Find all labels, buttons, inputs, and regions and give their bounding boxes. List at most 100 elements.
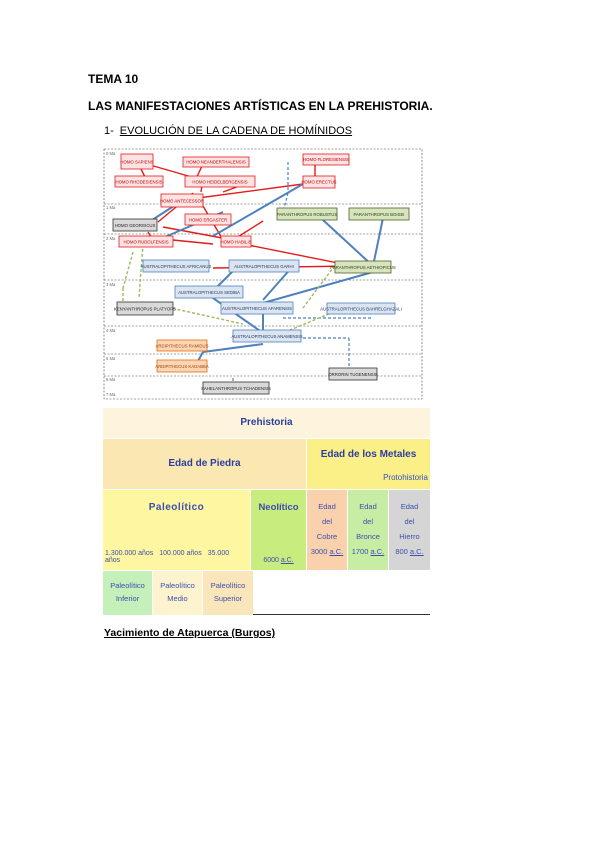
edad-del-bronce-cell: Edad del Bronce 1700 a.C.	[348, 490, 388, 570]
p-superior-line: Superior	[213, 594, 243, 603]
paleolitico-label: Paleolítico	[148, 502, 205, 513]
svg-text:HOMO RHODESIENSIS: HOMO RHODESIENSIS	[115, 180, 162, 185]
neolitico-label: Neolítico	[258, 502, 299, 513]
edad-del-cobre-cell: Edad del Cobre 3000 a.C.	[307, 490, 347, 570]
svg-text:HOMO HABILIS: HOMO HABILIS	[220, 240, 251, 245]
svg-text:HOMO ANTECESSOR: HOMO ANTECESSOR	[160, 199, 204, 204]
hominid-node: ARDIPITHECUS RAMIDUS	[156, 339, 209, 352]
svg-text:ARDIPITHECUS KADABBA: ARDIPITHECUS KADABBA	[155, 364, 209, 369]
hominid-node: PARANTHROPUS ROBUSTUS	[276, 207, 337, 221]
edad-de-los-metales-label: Edad de los Metales	[320, 449, 417, 460]
edad-del-hierro-cell: Edad del Hierro 800 a.C.	[389, 490, 430, 570]
hominid-node: AUSTRALOPITHECUS BAHRELGHAZALI	[320, 302, 402, 315]
p-superior-line: Paleolítico	[210, 581, 246, 590]
svg-text:AUSTRALOPITHECUS AFRICANUS: AUSTRALOPITHECUS AFRICANUS	[141, 264, 212, 269]
edad-de-piedra-cell: Edad de Piedra	[103, 439, 306, 489]
svg-text:SAHELANTHROPUS TCHADENSIS: SAHELANTHROPUS TCHADENSIS	[201, 386, 271, 391]
cobre-line: Cobre	[316, 532, 338, 541]
hominid-node: HOMO RUDOLFENSIS	[118, 235, 174, 248]
hominid-node: AUSTRALOPITHECUS AFRICANUS	[141, 259, 212, 273]
era-label: 3 Ma	[106, 282, 116, 287]
cobre-line: Edad	[318, 502, 336, 511]
paleo-date: 1.300.000 años	[105, 550, 154, 557]
p-medio-line: Medio	[167, 594, 188, 603]
bronce-line: del	[362, 517, 373, 526]
era-labels: 0 Ma 1 Ma 2 Ma 3 Ma 4 Ma 5 Ma 6 Ma 7 Ma	[106, 151, 116, 397]
svg-text:HOMO ERGASTER: HOMO ERGASTER	[189, 218, 227, 223]
svg-text:HOMO SAPIENS: HOMO SAPIENS	[120, 160, 153, 165]
paleolitico-medio-cell: Paleolítico Medio	[153, 571, 202, 615]
svg-text:HOMO FLORESIENSIS: HOMO FLORESIENSIS	[303, 157, 349, 162]
svg-text:ARDIPITHECUS RAMIDUS: ARDIPITHECUS RAMIDUS	[156, 344, 209, 349]
paleo-date: 35.000 años	[105, 550, 230, 564]
hierro-line: Edad	[400, 502, 419, 511]
cobre-line: del	[321, 517, 332, 526]
era-label: 4 Ma	[106, 328, 116, 333]
hominid-node: PARANTHROPUS AETHIOPICUS	[330, 260, 396, 274]
hominid-node: HOMO HABILIS	[220, 235, 252, 248]
hominid-node: PARANTHROPUS BOISEI	[348, 207, 410, 221]
hominid-node: AUSTRALOPITHECUS GARHI	[228, 259, 300, 273]
hominid-node: HOMO HEIDELBERGENSIS	[184, 175, 256, 188]
hominid-evolution-diagram: 0 Ma 1 Ma 2 Ma 3 Ma 4 Ma 5 Ma 6 Ma 7 Ma	[103, 148, 423, 400]
svg-text:AUSTRALOPITHECUS AFARENSIS: AUSTRALOPITHECUS AFARENSIS	[222, 306, 292, 311]
hominid-node: HOMO SAPIENS	[120, 153, 154, 170]
hominid-node: HOMO GEORGICUS	[112, 218, 158, 232]
neolitico-date: 6000 a.C.	[263, 557, 294, 564]
hominid-node: HOMO RHODESIENSIS	[114, 175, 164, 188]
hominid-node: HOMO ANTECESSOR	[160, 193, 204, 208]
hominid-node: AUSTRALOPITHECUS ANAMENSIS	[231, 329, 303, 343]
hominid-node: AUSTRALOPITHECUS AFARENSIS	[220, 301, 294, 315]
hominid-node: HOMO ERGASTER	[184, 213, 232, 226]
hominid-node: HOMO NEANDERTHALENSIS	[182, 156, 250, 168]
svg-text:HOMO HEIDELBERGENSIS: HOMO HEIDELBERGENSIS	[192, 180, 247, 185]
era-label: 0 Ma	[106, 151, 116, 156]
section-heading: 1- EVOLUCIÓN DE LA CADENA DE HOMÍNIDOS	[104, 125, 352, 137]
svg-text:PARANTHROPUS AETHIOPICUS: PARANTHROPUS AETHIOPICUS	[330, 265, 396, 270]
paleolitico-superior-cell: Paleolítico Superior	[203, 571, 253, 615]
hominid-node: HOMO FLORESIENSIS	[302, 153, 350, 166]
bronce-date: 1700 a.C.	[351, 547, 385, 556]
prehistory-timeline-table: Prehistoria Edad de Piedra Edad de los M…	[103, 408, 430, 615]
p-medio-line: Paleolítico	[160, 581, 195, 590]
p-inferior-line: Paleolítico	[110, 581, 145, 590]
table-bottom-rule	[253, 614, 430, 615]
bronce-line: Edad	[359, 502, 377, 511]
hierro-line: del	[404, 517, 415, 526]
hominid-node: AUSTRALOPITHECUS SEDIBA	[174, 285, 244, 299]
hominid-nodes: HOMO SAPIENS HOMO NEANDERTHALENSIS HOMO …	[112, 153, 410, 395]
era-label: 1 Ma	[106, 205, 116, 210]
hominid-node: ARDIPITHECUS KADABBA	[155, 359, 209, 373]
timeline-title: Prehistoria	[103, 408, 430, 438]
svg-text:HOMO NEANDERTHALENSIS: HOMO NEANDERTHALENSIS	[186, 160, 246, 165]
svg-text:AUSTRALOPITHECUS ANAMENSIS: AUSTRALOPITHECUS ANAMENSIS	[231, 334, 302, 339]
hominid-node: ORRORIN TUGENENSIS	[328, 367, 378, 381]
section-title: EVOLUCIÓN DE LA CADENA DE HOMÍNIDOS	[119, 125, 353, 137]
svg-text:HOMO ERECTUS: HOMO ERECTUS	[301, 180, 336, 185]
footer-title: Yacimiento de Atapuerca (Burgos)	[104, 627, 276, 639]
neolitico-cell: Neolítico 6000 a.C.	[251, 490, 306, 570]
p-inferior-line: Inferior	[115, 594, 140, 603]
section-number: 1-	[104, 125, 114, 137]
hominid-node: HOMO ERECTUS	[301, 175, 337, 189]
svg-text:HOMO GEORGICUS: HOMO GEORGICUS	[115, 223, 156, 228]
svg-text:AUSTRALOPITHECUS BAHRELGHAZALI: AUSTRALOPITHECUS BAHRELGHAZALI	[320, 307, 402, 312]
cobre-date: 3000 a.C.	[310, 547, 344, 556]
hierro-line: Hierro	[399, 532, 420, 541]
svg-text:AUSTRALOPITHECUS GARHI: AUSTRALOPITHECUS GARHI	[234, 264, 294, 269]
svg-text:PARANTHROPUS BOISEI: PARANTHROPUS BOISEI	[353, 212, 404, 217]
protohistoria-label: Protohistoria	[383, 473, 428, 482]
doc-label-tema: TEMA 10	[88, 72, 139, 86]
era-label: 6 Ma	[106, 377, 116, 382]
hominid-node: SAHELANTHROPUS TCHADENSIS	[201, 381, 271, 395]
paleolitico-inferior-cell: Paleolítico Inferior	[103, 571, 152, 615]
hierro-date: 800 a.C.	[395, 547, 424, 556]
bronce-line: Bronce	[356, 532, 380, 541]
edad-de-los-metales-cell: Edad de los Metales Protohistoria	[307, 439, 430, 489]
svg-text:KENYANTHROPUS PLATYOPS: KENYANTHROPUS PLATYOPS	[114, 307, 176, 312]
era-label: 7 Ma	[106, 392, 116, 397]
page-title: LAS MANIFESTACIONES ARTÍSTICAS EN LA PRE…	[88, 99, 433, 113]
hominid-node: KENYANTHROPUS PLATYOPS	[114, 301, 176, 316]
